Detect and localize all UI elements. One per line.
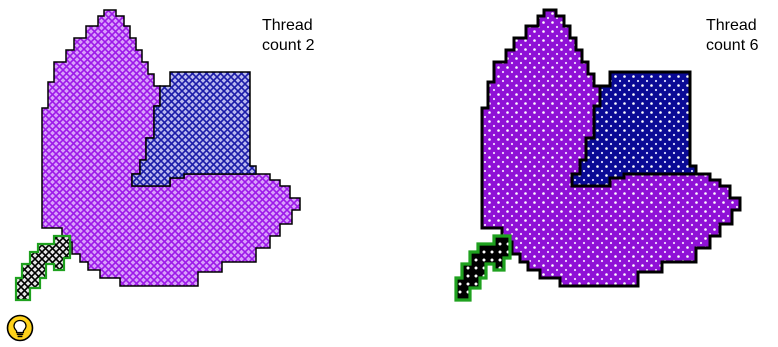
caption-line1: Thread [262,16,314,36]
caption-thread-count-6: Thread count 6 [706,16,758,56]
lightbulb-icon[interactable] [6,314,34,342]
caption-line1: Thread [706,16,758,36]
caption-line2: count 6 [706,36,758,56]
caption-line2: count 2 [262,36,314,56]
sample-thread-count-6 [456,10,740,300]
caption-thread-count-2: Thread count 2 [262,16,314,56]
sample-thread-count-2 [16,10,300,300]
